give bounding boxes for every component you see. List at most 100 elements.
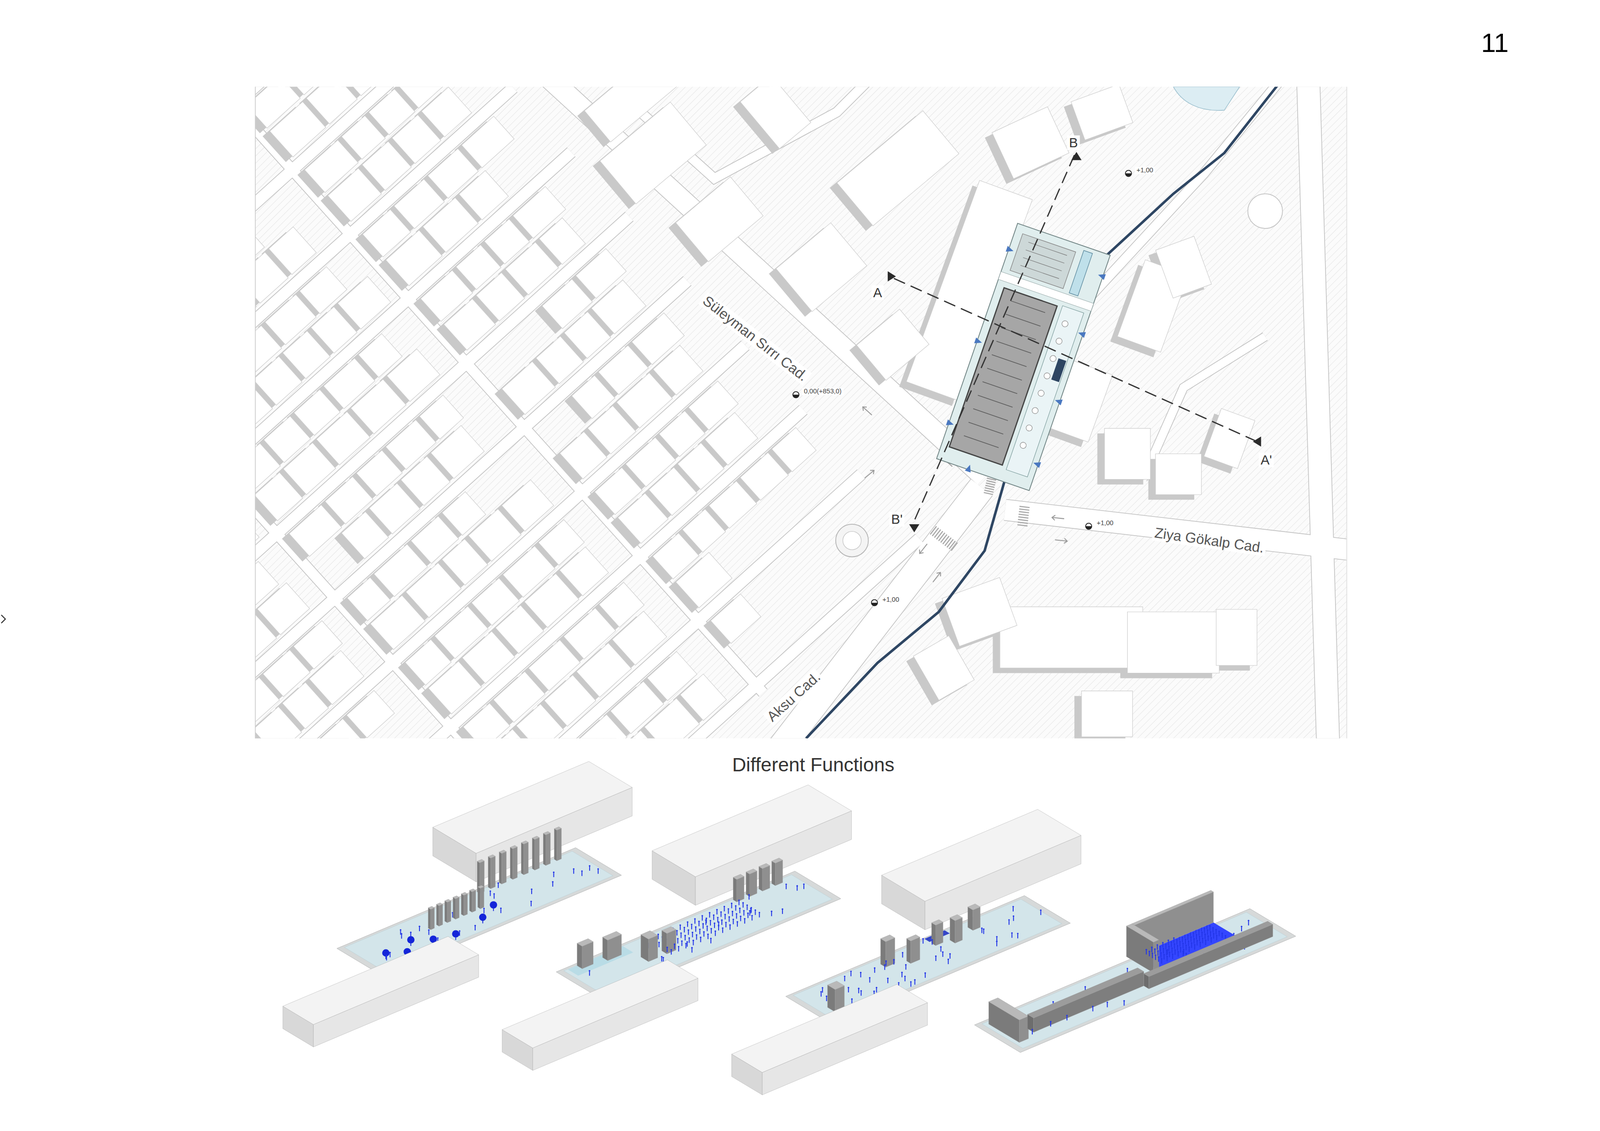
person-figure	[1171, 953, 1174, 956]
hall-line	[978, 395, 1013, 408]
person-figure	[1185, 944, 1187, 947]
person-figure	[699, 930, 701, 935]
person-figure	[1171, 949, 1173, 954]
person-figure	[885, 962, 887, 967]
person-figure	[1206, 931, 1208, 936]
person-figure	[684, 936, 686, 941]
building	[710, 594, 761, 644]
person-figure	[716, 916, 719, 919]
person-figure	[677, 937, 679, 940]
tree-crown	[407, 936, 415, 944]
person-figure	[732, 920, 734, 925]
person-figure	[707, 933, 710, 936]
person-figure	[1205, 941, 1207, 946]
person-figure	[770, 910, 773, 913]
section-marker-triangle	[909, 524, 920, 533]
section-letter: B'	[889, 512, 905, 527]
person-figure	[1170, 942, 1172, 948]
site-outline	[936, 223, 1111, 491]
person-figure	[722, 929, 724, 934]
tree-crown	[489, 901, 498, 909]
building	[611, 611, 667, 666]
building	[675, 176, 764, 262]
person-figure	[1185, 946, 1187, 951]
person-figure	[686, 921, 689, 924]
person-figure	[803, 885, 805, 890]
person-figure	[1145, 948, 1148, 951]
wing-line	[1020, 265, 1060, 279]
tree-crown	[479, 913, 487, 922]
building	[704, 412, 759, 466]
person-figure	[884, 964, 886, 967]
column-block	[648, 935, 658, 963]
person-figure	[1162, 947, 1165, 950]
traffic-arrow	[932, 572, 941, 583]
column-block	[523, 842, 529, 876]
person-figure	[914, 980, 916, 985]
person-figure	[1201, 933, 1203, 938]
person-figure	[428, 929, 430, 932]
person-figure	[904, 975, 907, 978]
neighbour-block	[731, 984, 928, 1073]
column-block	[452, 895, 460, 900]
person-figure	[740, 917, 741, 922]
column-block	[554, 828, 558, 861]
person-figure	[724, 921, 727, 924]
hall-line	[963, 435, 999, 448]
person-figure	[1177, 951, 1180, 953]
entrance-arrow-head	[1005, 245, 1015, 254]
person-figure	[696, 936, 698, 941]
street	[255, 280, 688, 715]
crosswalk-stripe	[938, 533, 945, 542]
elevation-symbol	[1085, 526, 1092, 530]
person-figure	[1163, 953, 1166, 956]
entrance-arrow-head	[1077, 329, 1086, 338]
column-block	[488, 856, 492, 889]
person-figure	[1050, 1022, 1052, 1027]
water-pond	[1173, 86, 1240, 111]
person-figure	[1170, 941, 1173, 944]
person-figure	[703, 931, 705, 933]
page-number: 11	[1480, 28, 1509, 58]
column-block	[471, 890, 476, 913]
person-figure	[720, 919, 723, 922]
person-figure	[1160, 953, 1162, 958]
person-figure	[905, 964, 907, 967]
person-figure	[1160, 958, 1163, 961]
person-figure	[709, 913, 710, 918]
person-figure	[931, 939, 934, 942]
person-figure	[1216, 936, 1217, 941]
traffic-arrow	[862, 407, 872, 416]
street	[255, 216, 630, 650]
entrance-arrow-head	[973, 337, 983, 346]
column-block	[880, 938, 886, 968]
person-figure	[1247, 920, 1250, 922]
person-figure	[1159, 952, 1162, 954]
person-figure	[1149, 952, 1150, 957]
person-figure	[748, 895, 750, 901]
person-figure	[1106, 1001, 1109, 1004]
person-figure	[1171, 947, 1174, 950]
person-figure	[1221, 932, 1224, 935]
person-figure	[1126, 968, 1129, 970]
person-figure	[588, 865, 591, 868]
person-figure	[1016, 932, 1019, 935]
person-figure	[1190, 942, 1193, 945]
crosswalk-stripe	[944, 538, 952, 547]
crosswalk-stripe	[984, 490, 994, 492]
floor-slab	[974, 908, 1296, 1053]
building	[999, 606, 1143, 668]
building	[1127, 611, 1220, 674]
person-figure	[1156, 946, 1158, 951]
column-block	[758, 866, 763, 892]
building	[458, 170, 509, 220]
person-figure	[588, 970, 591, 973]
person-figure	[1176, 945, 1179, 948]
column-block	[758, 863, 770, 869]
person-figure	[687, 922, 689, 927]
person-figure	[409, 932, 412, 934]
person-figure	[1012, 907, 1014, 912]
person-figure	[400, 933, 403, 936]
person-figure	[712, 914, 715, 917]
